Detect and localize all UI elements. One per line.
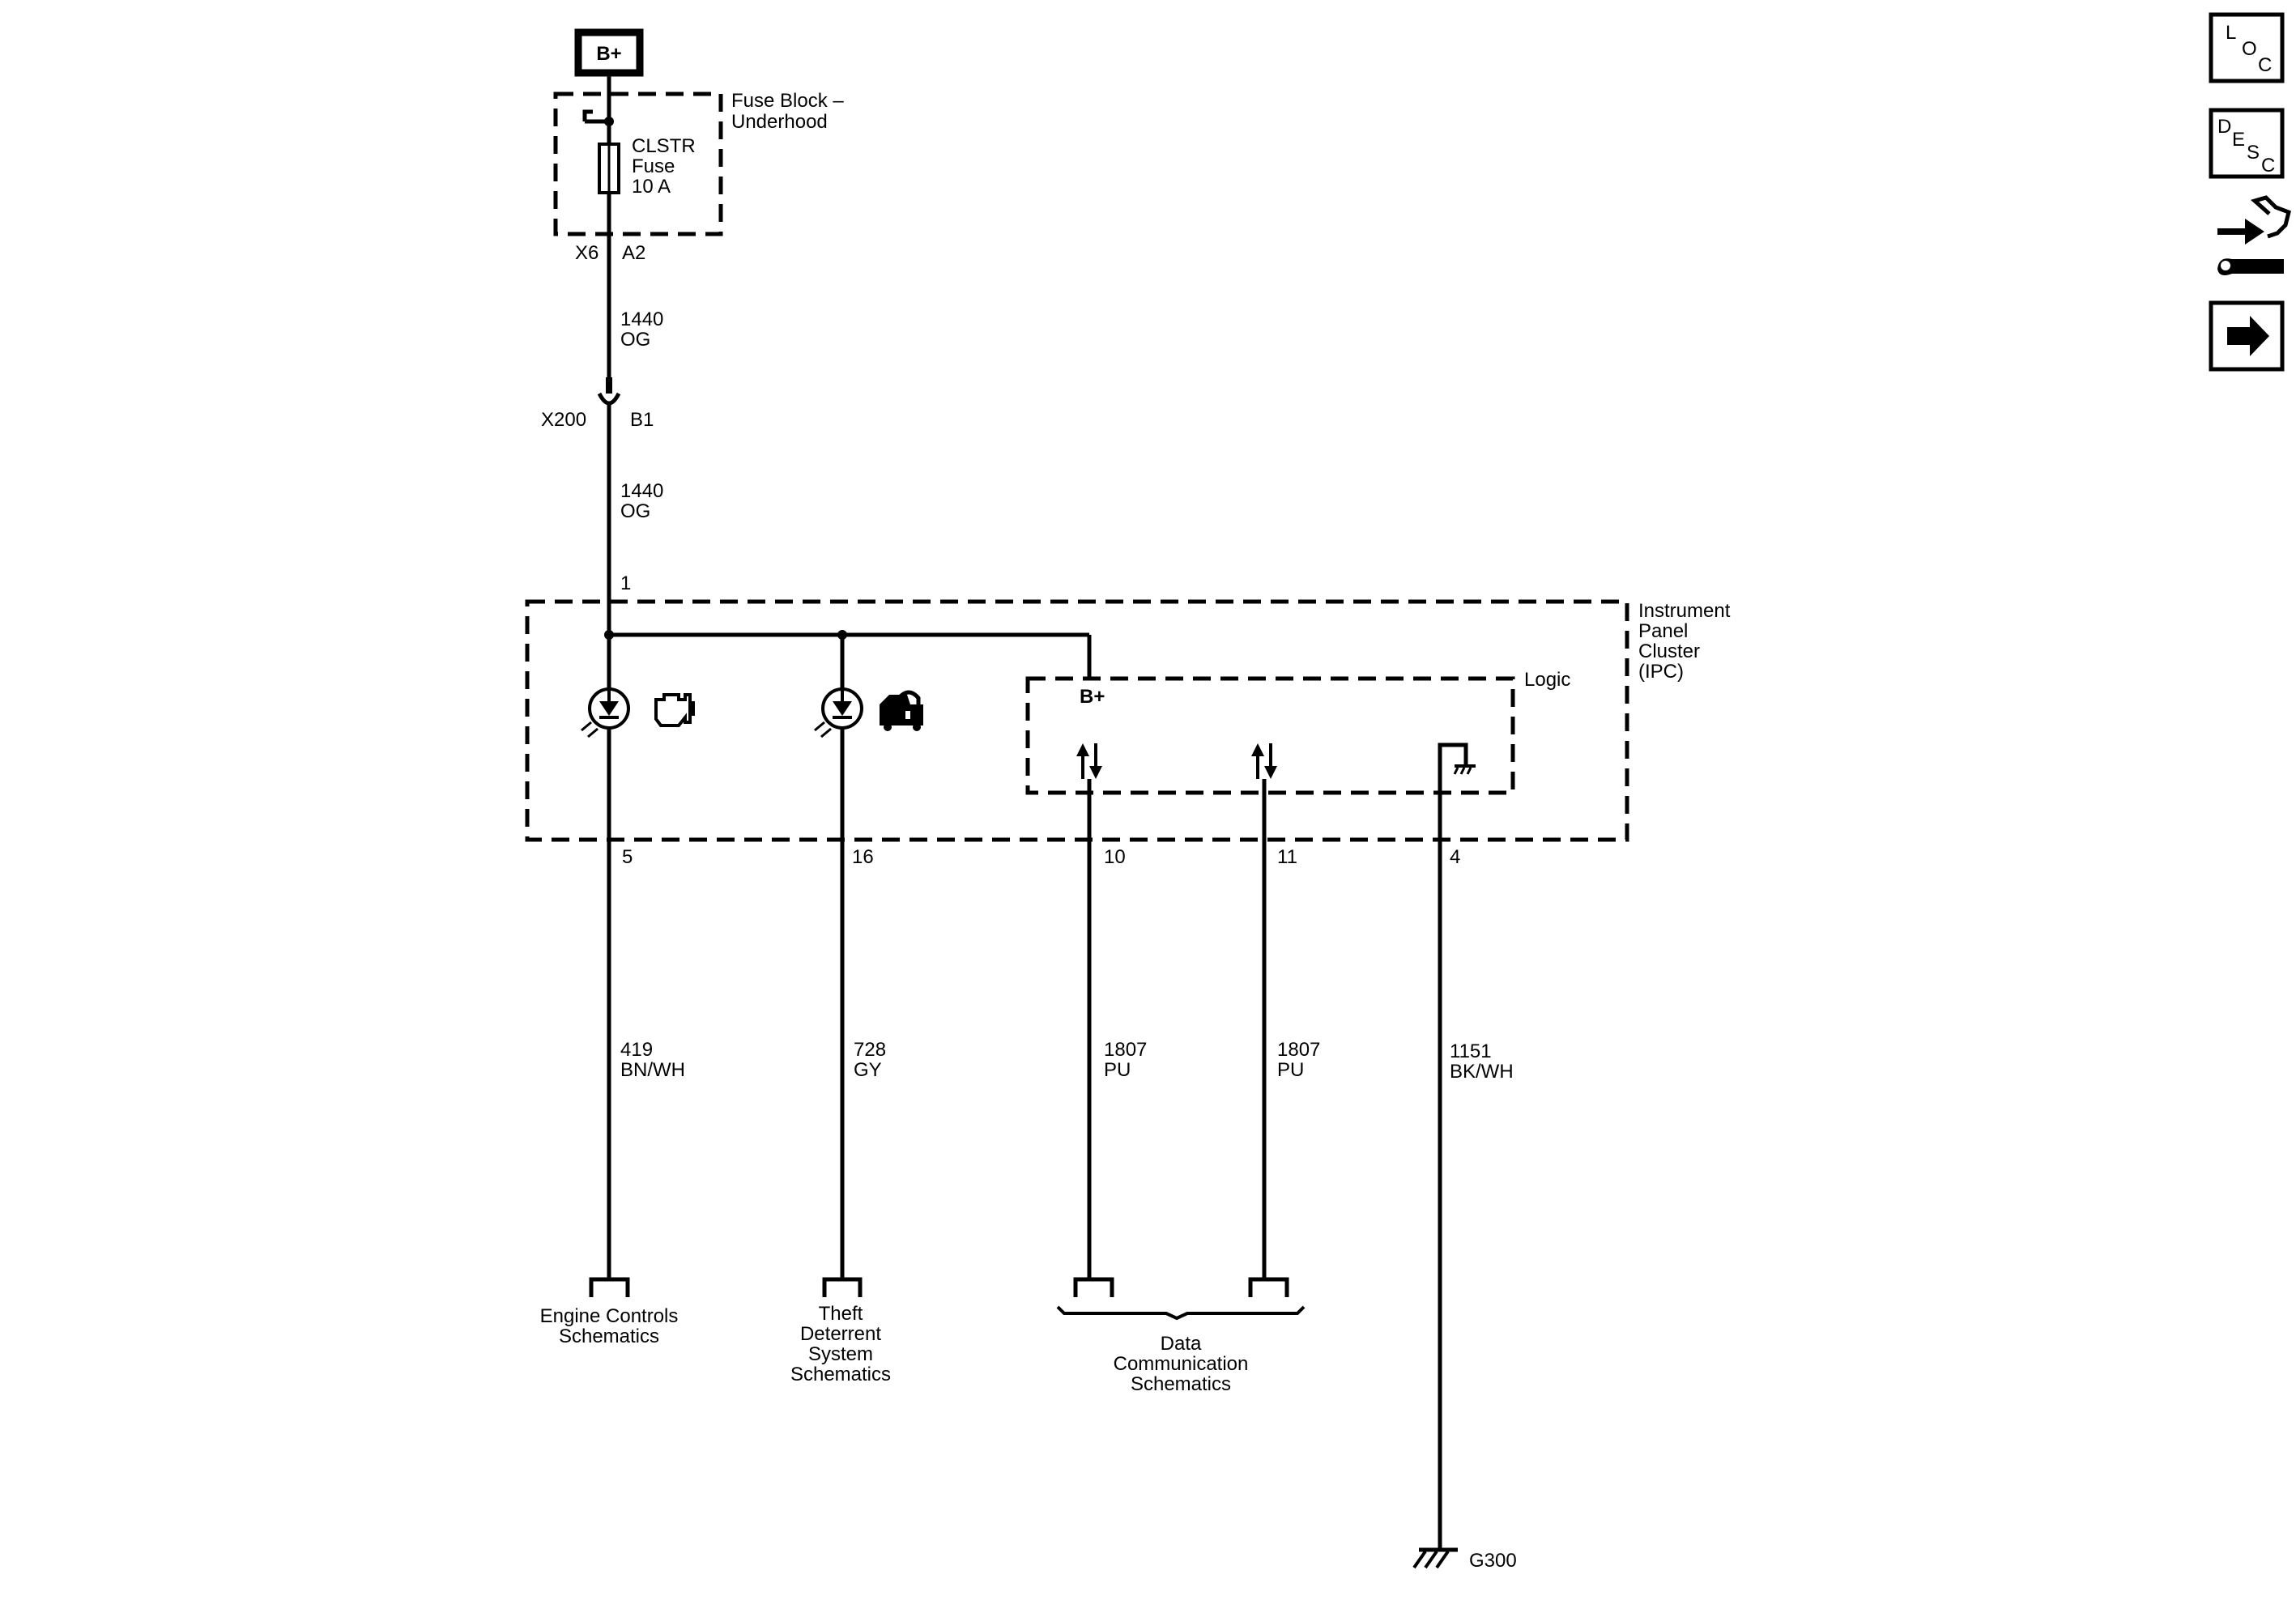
connector-repair-icon[interactable]	[2217, 195, 2291, 275]
pin-label-4: 4	[1450, 846, 1460, 868]
fuse-name: CLSTR	[632, 135, 696, 157]
wire-upper-circuit: 1440	[620, 309, 663, 330]
theft-ref-label-4[interactable]: Schematics	[790, 1364, 891, 1385]
wire-lower-color: OG	[620, 500, 650, 522]
engine-ref-label-1[interactable]: Engine Controls	[540, 1305, 679, 1327]
fuse-block-label-2: Underhood	[731, 111, 828, 133]
ground-g300: G300	[1412, 1547, 1517, 1572]
logic-label: Logic	[1524, 669, 1570, 691]
desc-d: D	[2217, 116, 2231, 138]
fuse-type: Fuse	[632, 155, 675, 177]
inline-connector: X200 B1	[541, 377, 654, 431]
fuse-block-label-1: Fuse Block –	[731, 90, 844, 112]
internal-ground-icon	[1438, 743, 1476, 794]
data-ref-label-2[interactable]: Communication	[1114, 1353, 1249, 1375]
theft-indicator-led	[814, 635, 863, 842]
data-ref-label-3[interactable]: Schematics	[1131, 1373, 1231, 1395]
wire-4-circuit: 1151	[1450, 1040, 1492, 1062]
security-lock-icon	[880, 690, 923, 731]
theft-ref-terminal	[822, 1277, 863, 1297]
fuse-block: Fuse Block – Underhood CLSTR Fuse 10 A	[553, 90, 844, 236]
loc-c: C	[2258, 54, 2272, 76]
wire-16-circuit: 728	[854, 1039, 886, 1061]
wire-11-color: PU	[1277, 1059, 1304, 1081]
desc-c: C	[2261, 155, 2275, 177]
loc-l: L	[2226, 22, 2236, 44]
desc-e: E	[2232, 129, 2245, 151]
engine-icon	[654, 693, 695, 727]
pin-label-10: 10	[1104, 846, 1126, 868]
logic-block: Logic B+	[1025, 669, 1570, 795]
power-label: B+	[596, 43, 621, 65]
wire-16-color: GY	[854, 1059, 882, 1081]
data-ref-label-1[interactable]: Data	[1161, 1333, 1202, 1355]
inline-connector-id: X200	[541, 409, 586, 431]
ipc-label-3: Cluster	[1638, 640, 1700, 662]
ipc-pin-in: 1	[620, 572, 631, 594]
bidirectional-arrow-icon	[1251, 743, 1277, 779]
loc-button[interactable]: L O C	[2209, 12, 2285, 83]
theft-ref-label-3[interactable]: System	[808, 1343, 873, 1365]
wire-10-circuit: 1807	[1104, 1039, 1147, 1061]
wire-lower-circuit: 1440	[620, 480, 663, 502]
wire-4-color: BK/WH	[1450, 1061, 1514, 1083]
fuse-connector-pin: A2	[622, 242, 645, 264]
theft-ref-label-1[interactable]: Theft	[819, 1303, 863, 1325]
logic-bplus-label: B+	[1080, 686, 1105, 708]
pin-label-16: 16	[852, 846, 874, 868]
ground-label: G300	[1469, 1550, 1517, 1572]
data-brace	[1056, 1305, 1306, 1321]
wire-5-circuit: 419	[620, 1039, 653, 1061]
wire-10-color: PU	[1104, 1059, 1131, 1081]
wire-upper-color: OG	[620, 329, 650, 351]
engine-ref-label-2[interactable]: Schematics	[559, 1326, 659, 1347]
ipc-label-4: (IPC)	[1638, 661, 1684, 683]
engine-indicator-led	[581, 635, 630, 842]
pin-label-11: 11	[1277, 846, 1297, 868]
bidirectional-arrow-icon	[1076, 743, 1102, 779]
desc-button[interactable]: D E S C	[2209, 108, 2285, 179]
data-ref-terminal-10	[1073, 1277, 1114, 1297]
fuse-connector-id: X6	[575, 242, 598, 264]
loc-o: O	[2242, 38, 2257, 60]
power-source: B+	[574, 28, 644, 99]
theft-ref-label-2[interactable]: Deterrent	[800, 1323, 881, 1345]
ipc-label-2: Panel	[1638, 620, 1688, 642]
inline-connector-pin: B1	[630, 409, 654, 431]
ipc-label-1: Instrument	[1638, 600, 1731, 622]
right-arrow-icon	[2227, 316, 2269, 356]
pin-label-5: 5	[622, 846, 633, 868]
desc-s: S	[2247, 142, 2260, 164]
wire-5-color: BN/WH	[620, 1059, 685, 1081]
data-ref-terminal-11	[1248, 1277, 1289, 1297]
engine-ref-terminal	[589, 1277, 630, 1297]
wire-11-circuit: 1807	[1277, 1039, 1320, 1061]
ipc-module: 1 Instrument Panel Cluster (IPC)	[525, 572, 1731, 842]
next-button[interactable]	[2209, 300, 2285, 372]
fuse-rating: 10 A	[632, 176, 671, 198]
